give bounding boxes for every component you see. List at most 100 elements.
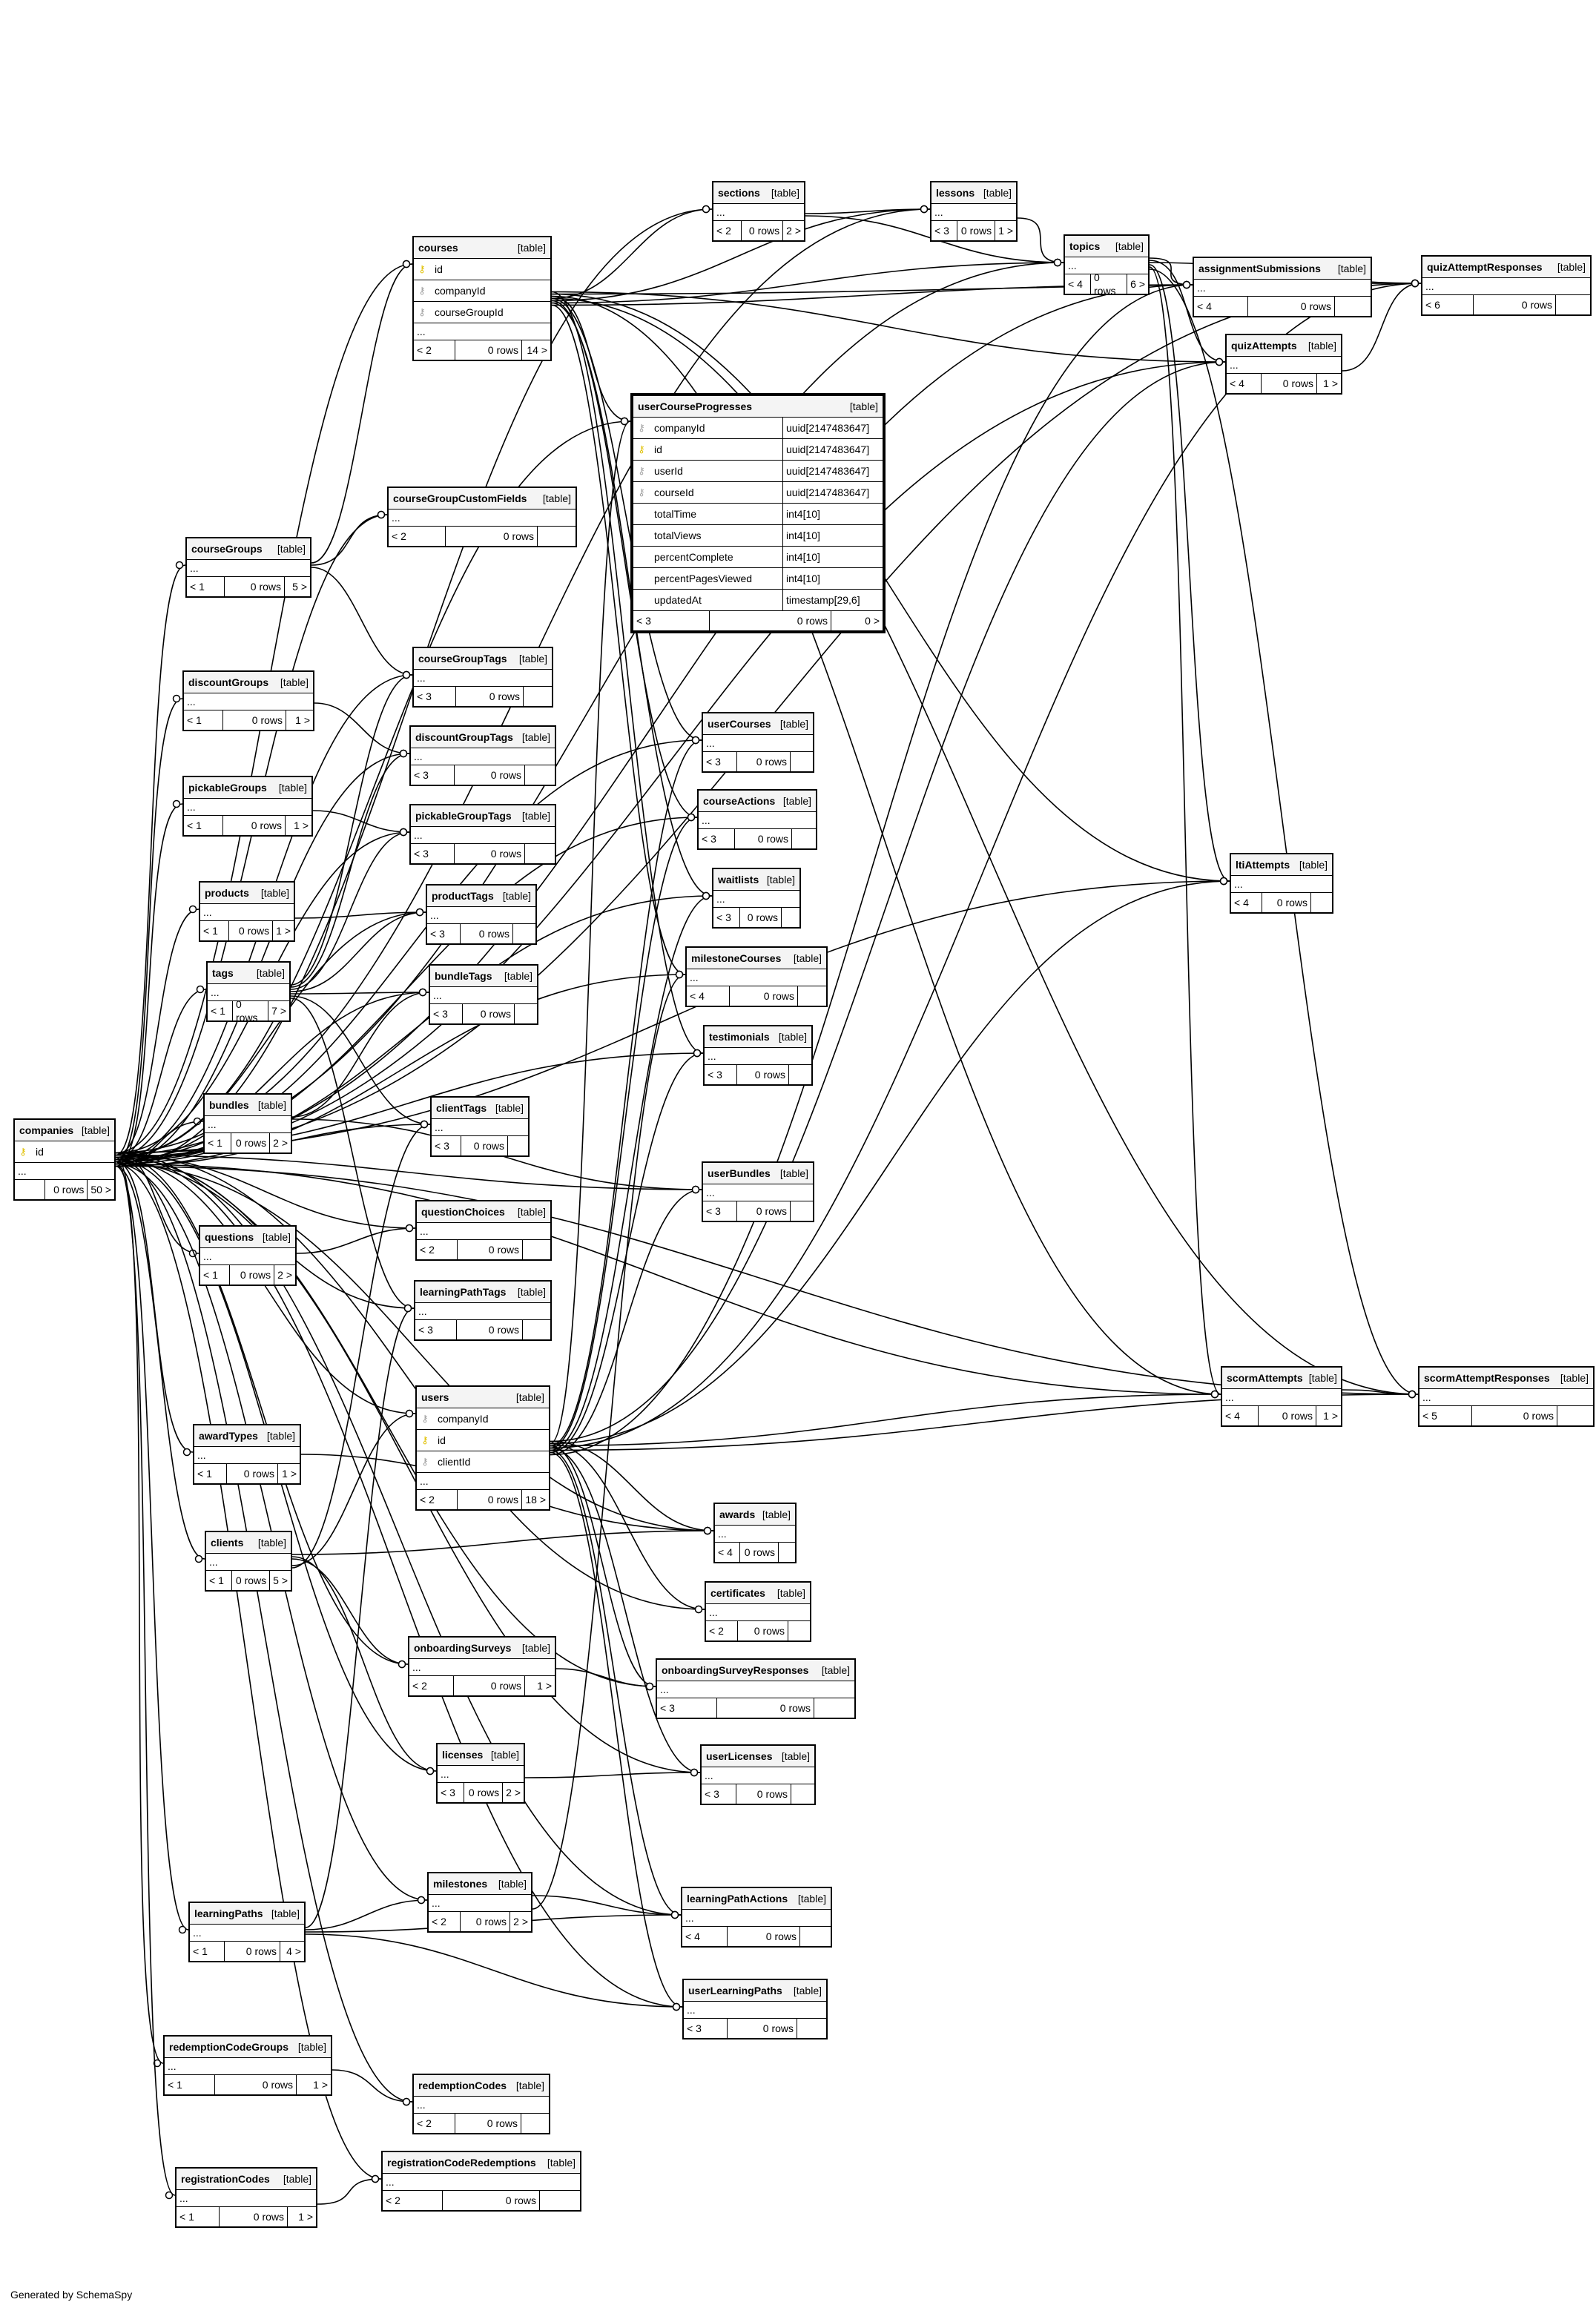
row-count: 0 rows	[232, 1571, 271, 1590]
child-count: 1 >	[998, 225, 1013, 237]
child-count	[791, 1201, 813, 1221]
relationship-companies-ltiAttempts	[115, 880, 1230, 1154]
child-count: 1 >	[294, 820, 309, 831]
table-name: waitlists	[718, 874, 759, 886]
child-count: 2 >	[273, 1137, 288, 1149]
child-count: 2 >	[786, 225, 801, 237]
row-count: 0 rows	[454, 1676, 525, 1695]
child-count: 1 >	[282, 1468, 297, 1480]
more-columns-ellipsis: ...	[702, 1767, 814, 1784]
parent-count: < 3	[427, 924, 461, 943]
foreign-key-icon: ⚷	[638, 465, 645, 476]
child-count	[523, 1320, 550, 1339]
relationship-courses-userCourses	[551, 297, 702, 741]
parent-count: < 4	[1231, 893, 1262, 912]
column-name: updatedAt	[654, 594, 702, 606]
column-type: uuid[2147483647]	[782, 439, 880, 460]
row-count: 0 rows	[231, 1133, 271, 1152]
table-header: courseActions[table]	[699, 791, 816, 812]
zero-or-many-marker	[399, 749, 408, 758]
parent-count: < 2	[409, 1676, 454, 1695]
more-columns-ellipsis: ...	[699, 812, 816, 829]
child-count	[800, 1927, 831, 1946]
relationship-redemptionCodeGroups-redemptionCodes	[332, 2069, 413, 2103]
table-name: testimonials	[709, 1031, 770, 1043]
table-users[interactable]: users[table]⚷companyId⚷id⚷clientId...< 2…	[415, 1385, 550, 1511]
table-courses[interactable]: courses[table]⚷id⚷companyId⚷courseGroupI…	[412, 236, 552, 361]
parent-count: < 1	[187, 577, 225, 596]
relationship-users-learningPathActions	[550, 1449, 682, 1916]
more-columns-ellipsis: ...	[417, 1223, 550, 1240]
table-header: userLicenses[table]	[702, 1746, 814, 1767]
child-count: 2 >	[277, 1269, 292, 1281]
relationship-companies-discountGroups	[115, 698, 183, 1163]
table-kind: [table]	[257, 1099, 286, 1111]
zero-or-many-marker	[670, 1910, 679, 1919]
child-count	[540, 2191, 580, 2210]
table-header: lessons[table]	[931, 182, 1016, 204]
more-columns-ellipsis: ...	[657, 1681, 854, 1698]
table-kind: [table]	[256, 967, 285, 979]
more-columns-ellipsis: ...	[194, 1447, 300, 1464]
relationship-companies-scormAttempts	[115, 1163, 1221, 1395]
table-registrationCodeRedemptions[interactable]: registrationCodeRedemptions[table]...< 2…	[381, 2151, 581, 2212]
row-count: 0 rows	[455, 765, 525, 785]
column-cell: percentPagesViewed	[636, 572, 782, 585]
